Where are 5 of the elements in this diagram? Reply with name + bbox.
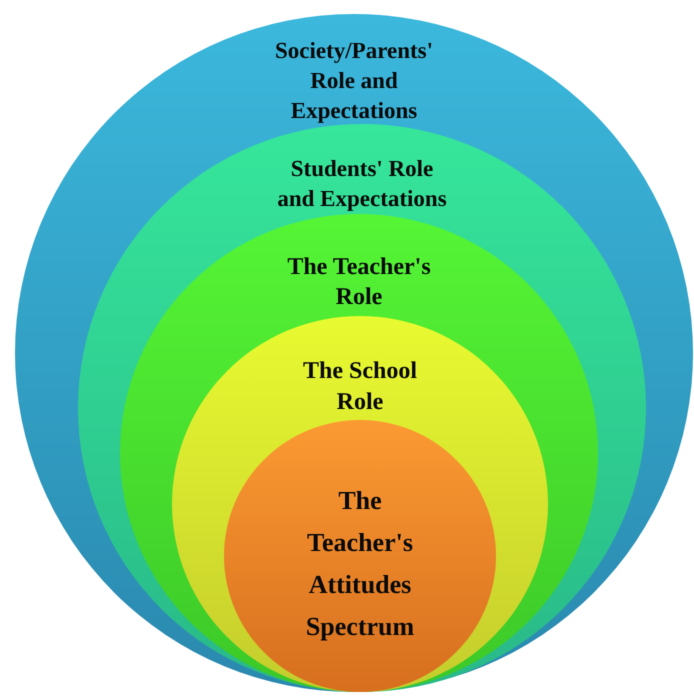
- layer-label: The Teacher's Role: [286, 253, 432, 312]
- layer-label: The School Role: [302, 357, 418, 417]
- layer-label: Students' Role and Expectations: [276, 155, 448, 213]
- layer-label: The Teacher's Attitudes Spectrum: [304, 485, 416, 643]
- layer-label: Society/Parents' Role and Expectations: [274, 37, 434, 125]
